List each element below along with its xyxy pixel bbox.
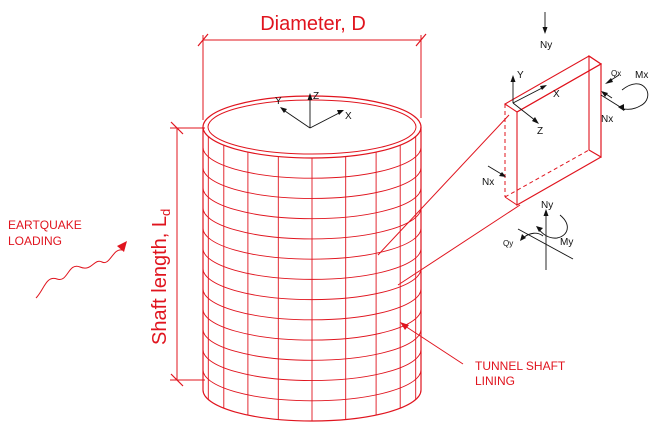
top-axis-y-arrow — [280, 107, 287, 113]
element-axis-y-label: Y — [517, 70, 524, 81]
element-axis-x — [512, 86, 545, 104]
ny-top-arrow-head — [542, 27, 548, 34]
lining-vertical-lines — [207, 136, 417, 421]
element-axis-y-arrow — [510, 75, 516, 82]
top-axis-z-arrow — [307, 93, 313, 100]
element-right-face — [588, 54, 602, 158]
element-axis-x-arrow — [540, 85, 547, 90]
my-moment-arc — [537, 214, 568, 239]
mx-moment-arc — [619, 83, 649, 110]
diameter-tick-left — [197, 33, 209, 47]
shaft-length-label: Shaft length, Ld — [149, 209, 173, 345]
lining-label-line2: LINING — [475, 374, 515, 388]
force-symbols: Ny Qx Mx Nx Nx Ny Qy My — [482, 12, 648, 270]
top-axis-x — [309, 111, 342, 129]
top-axis-y-label: Y — [275, 96, 282, 107]
nx-right-line — [600, 94, 626, 111]
lining-leader-arrow — [400, 322, 409, 330]
diameter-tick-right — [415, 33, 427, 47]
element-leader-lines — [377, 114, 521, 286]
earthquake-label-line2: LOADING — [8, 234, 62, 248]
leader-line-bottom — [397, 204, 521, 286]
nx-right-arrow-head — [601, 91, 608, 97]
diameter-dimension: Diameter, D — [197, 13, 427, 120]
my-moment-arrow — [536, 226, 543, 232]
lining-label-line1: TUNNEL SHAFT — [475, 359, 566, 373]
seismic-wave-arrow — [35, 249, 123, 299]
leader-line-top — [377, 114, 510, 256]
qx-arrow-head — [605, 78, 613, 84]
nx-right-label: Nx — [601, 114, 613, 125]
earthquake-label-line1: EARTQUAKE — [8, 218, 82, 232]
top-axis-x-label: X — [345, 111, 352, 122]
diameter-label: Diameter, D — [260, 13, 366, 35]
lining-leader-line — [404, 325, 464, 365]
element-hidden-edge-bottom — [504, 149, 590, 198]
qx-label: Qx — [611, 69, 621, 78]
top-axis-y — [281, 108, 311, 129]
mx-label: Mx — [635, 70, 648, 81]
my-label: My — [560, 237, 573, 248]
element-top-face — [503, 55, 603, 113]
lining-callout: TUNNEL SHAFT LINING — [400, 322, 566, 388]
nx-left-arrow-shaft — [487, 165, 504, 176]
bottom-section-line — [517, 228, 574, 260]
ny-top-label: Ny — [540, 40, 552, 51]
qy-label: Qy — [503, 239, 513, 248]
element-axis-z-label: Z — [537, 126, 543, 137]
shaft-cylinder — [202, 95, 422, 422]
element-axis-x-label: X — [553, 89, 560, 100]
length-tick-bottom — [170, 373, 184, 387]
top-local-axes: Z Y X — [275, 91, 352, 129]
qy-arc — [522, 232, 544, 239]
top-axis-x-arrow — [337, 110, 344, 115]
top-axis-z-label: Z — [313, 91, 319, 102]
ny-bottom-label: Ny — [541, 200, 553, 211]
element-axis-z-arrow — [532, 117, 539, 124]
shell-element — [503, 54, 603, 206]
shaft-length-dimension: Shaft length, Ld — [149, 121, 205, 387]
element-bottom-edge — [504, 196, 518, 206]
ny-bottom-arrow-head — [543, 209, 549, 216]
nx-left-arrow-head — [499, 172, 506, 177]
element-local-axes: Y X Z — [510, 70, 560, 137]
length-tick-top — [170, 121, 184, 135]
nx-left-label: Nx — [482, 177, 494, 188]
element-front-face — [516, 63, 602, 206]
seismic-wave-arrow-head — [117, 241, 127, 252]
earthquake-loading: EARTQUAKE LOADING — [8, 218, 127, 299]
qy-arrow-head — [520, 234, 526, 241]
element-axis-z — [512, 102, 537, 122]
